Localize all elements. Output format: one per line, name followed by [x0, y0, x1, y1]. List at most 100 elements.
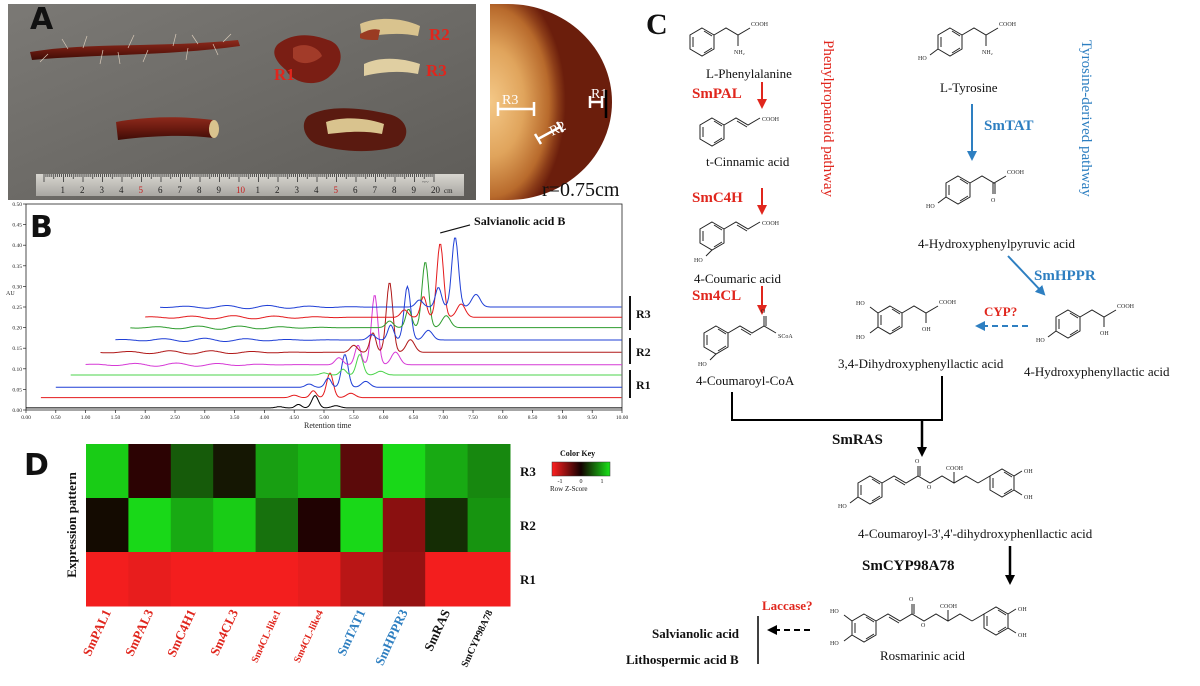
ruler-brand: ~~ [422, 180, 429, 186]
compound-4-hydroxyphenyllactic-acid: 4-Hydroxyphenyllactic acid [1024, 364, 1170, 379]
root-hairs [39, 33, 232, 65]
y-tick-label: 0.20 [12, 326, 22, 332]
y-tick-label: 0.40 [12, 243, 22, 249]
ros-oh-2: OH [1018, 633, 1027, 639]
enzyme-smtat: SmTAT [984, 118, 1033, 134]
ros-oh-1: OH [1018, 607, 1027, 613]
compound-4-coumaroyl-dihydroxyphenyllactic-acid: 4-Coumaroyl-3',4'-dihydroxyphenllactic a… [858, 526, 1093, 541]
compound-4-coumaroyl-coa: 4-Coumaroyl-CoA [696, 373, 795, 388]
structure-hydroxyphenylpyruvic-acid [937, 175, 1007, 205]
phe-cooh: COOH [751, 22, 769, 28]
y-tick-label: 0.45 [12, 223, 22, 229]
chromatogram-trace [40, 372, 622, 399]
chromatogram-trace [160, 237, 622, 310]
heatmap-column-label: Sm4CL3 [207, 606, 242, 657]
structure-coumaroyl-dhpl [849, 466, 1023, 505]
tyr-nh2: NH₂ [982, 50, 993, 56]
chromatogram-series [26, 237, 622, 409]
heatmap-cell [170, 498, 214, 553]
bark-r1-highlight [293, 45, 322, 64]
dhpl-ho-2: HO [856, 335, 865, 341]
ruler-number: 6 [353, 185, 358, 195]
ruler-number: 2 [275, 185, 280, 195]
structure-phenylalanine [689, 27, 751, 57]
compound-rosmarinic-acid: Rosmarinic acid [880, 648, 965, 663]
heatmap-cell [467, 498, 511, 553]
compound-l-phenylalanine: L-Phenylalanine [706, 66, 792, 81]
ruler-number: 8 [392, 185, 397, 195]
group-label: R1 [636, 378, 651, 392]
chromatogram-canvas: 0.000.050.100.150.200.250.300.350.400.45… [6, 202, 651, 430]
color-key-tick: 0 [580, 479, 583, 485]
ruler [36, 174, 464, 196]
ruler-number: 20 [431, 185, 441, 195]
ruler-number: 7 [178, 185, 183, 195]
heatmap-cell [425, 552, 469, 607]
y-tick-label: 0.50 [12, 202, 22, 208]
heatmap-cell [213, 552, 257, 607]
compound-4-coumaric-acid: 4-Coumaric acid [694, 271, 781, 286]
heatmap-column-label: SmPAL1 [79, 607, 114, 658]
y-tick-label: 0.10 [12, 367, 22, 373]
heatmap-column-label: SmPAL3 [122, 606, 157, 658]
y-tick-label: 0.15 [12, 346, 22, 352]
root-segment [116, 117, 214, 140]
hpp-o: O [991, 198, 996, 204]
cross-section-slice [490, 4, 612, 200]
heatmap-cell [382, 444, 426, 499]
xs-radius-label: r=0.75cm [542, 179, 620, 201]
ruler-number: 6 [158, 185, 163, 195]
ruler-number: 5 [334, 185, 339, 195]
x-axis-label: Retention time [304, 421, 352, 430]
heatmap-row-label: R1 [520, 572, 536, 587]
xs-label-r3: R3 [502, 93, 518, 108]
chromatogram-trace [85, 295, 622, 367]
ruler-unit: cm [444, 187, 453, 195]
measure-bars [496, 96, 604, 145]
hpl-cooh: COOH [1117, 304, 1135, 310]
compound-l-tyrosine: L-Tyrosine [940, 80, 998, 95]
structure-hydroxyphenyllactic-acid [1047, 309, 1117, 339]
group-label: R2 [636, 345, 651, 359]
tyr-cooh: COOH [999, 22, 1017, 28]
ruler-number: 2 [80, 185, 85, 195]
hpp-cooh: COOH [1007, 170, 1025, 176]
cdh-o-1: O [915, 459, 920, 465]
enzyme-sm4cl: Sm4CL [692, 288, 741, 304]
heatmap-cells [86, 444, 511, 607]
structure-coumaric-acid [699, 221, 761, 257]
heatmap-cell [340, 498, 384, 553]
photo-background [8, 4, 476, 200]
heatmap-cell [382, 552, 426, 607]
ruler-number: 7 [373, 185, 378, 195]
coa-o: O [761, 309, 766, 315]
ros-ho-2: HO [830, 641, 839, 647]
heatmap-column-label: SmCYP98A78 [459, 609, 495, 670]
ruler-number: 4 [119, 185, 124, 195]
x-tick-label: 9.00 [558, 415, 568, 421]
x-tick-label: 7.50 [468, 415, 478, 421]
heatmap-cell [382, 498, 426, 553]
hpl-oh: OH [1100, 331, 1109, 337]
heatmap-cell [467, 552, 511, 607]
cdh-oh-2: OH [1024, 495, 1033, 501]
chromatogram-trace [145, 243, 622, 320]
heatmap-cell [213, 498, 257, 553]
heatmap-cell [298, 552, 341, 607]
chromatogram-trace [70, 354, 622, 376]
piece-r2-bark [360, 29, 380, 40]
y-tick-label: 0.25 [12, 305, 22, 311]
ruler-number: 3 [100, 185, 105, 195]
chromatogram-trace [130, 262, 622, 330]
ruler-number: 5 [139, 185, 144, 195]
photo-label-r3: R3 [426, 61, 447, 80]
enzyme-smhppr: SmHPPR [1034, 268, 1096, 284]
heatmap-cell [298, 444, 341, 499]
heatmap-column-label: SmC4H1 [164, 607, 199, 659]
whole-root [30, 40, 240, 60]
heatmap-column-label: SmHPPR3 [372, 606, 411, 667]
